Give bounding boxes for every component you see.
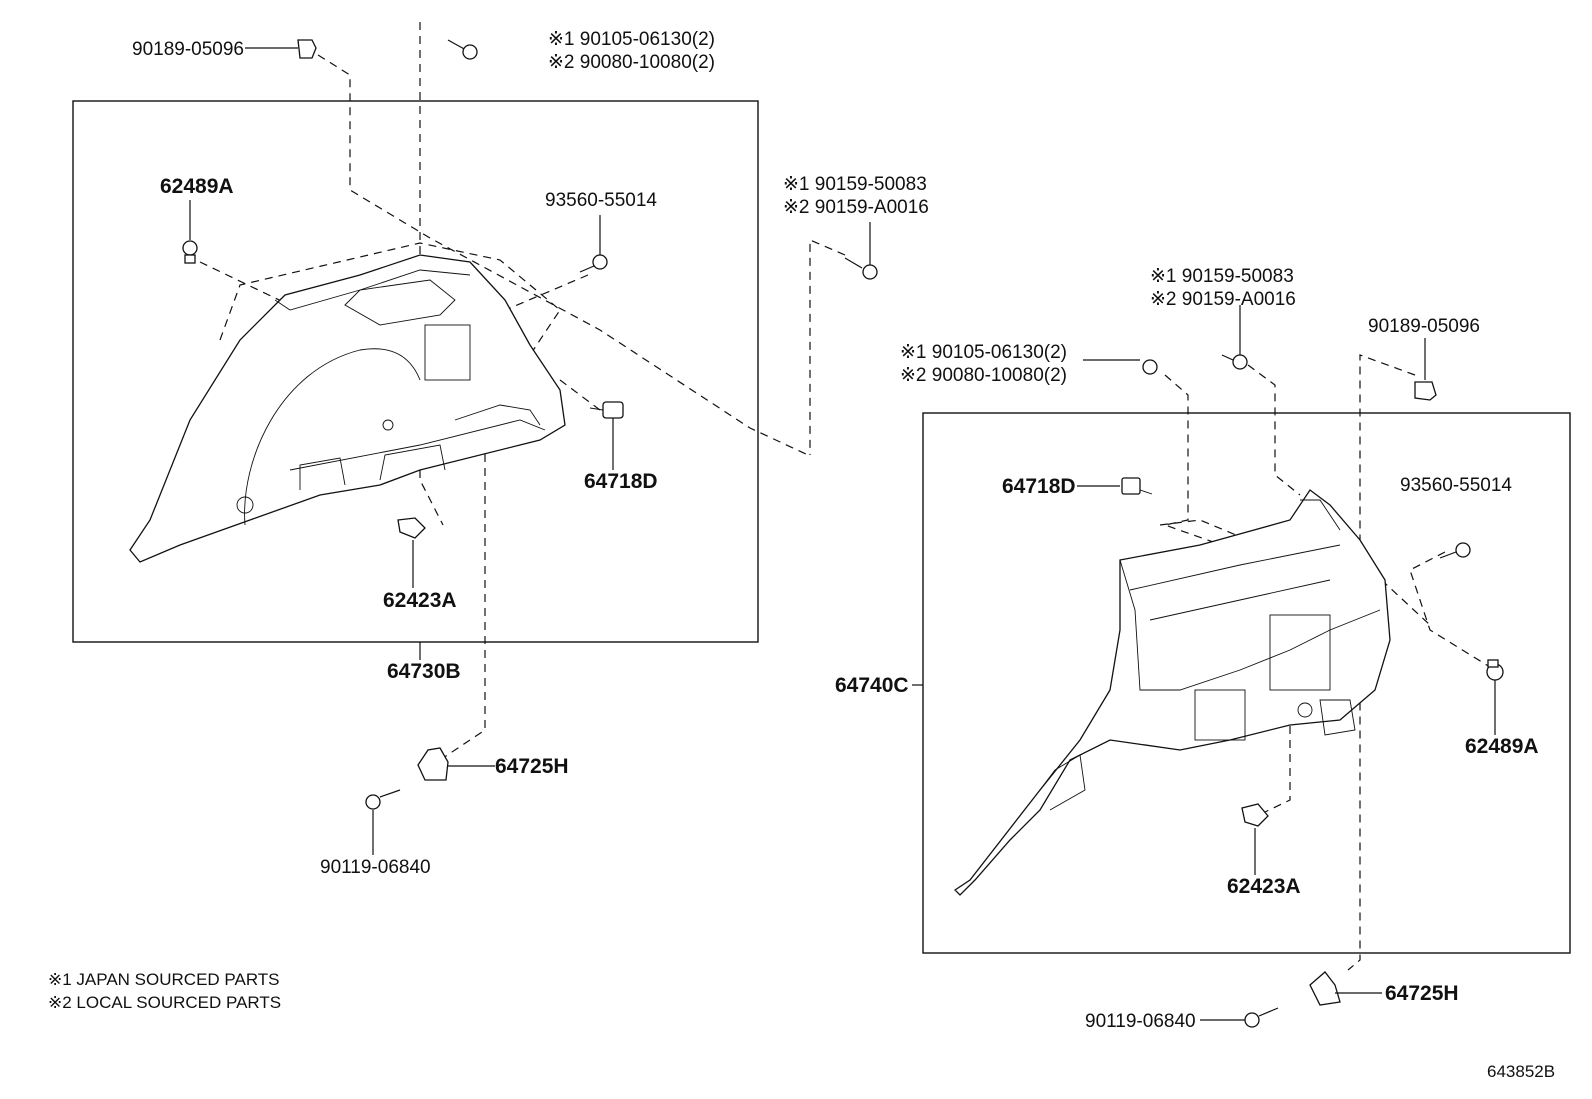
right-dashed-leader-62423 bbox=[1264, 600, 1291, 813]
note-local-sourced: ※2 LOCAL SOURCED PARTS bbox=[48, 993, 281, 1012]
right-label-64725h: 64725H bbox=[1385, 982, 1459, 1005]
left-part-62423a bbox=[397, 517, 426, 588]
right-label-clip-top: 90189-05096 bbox=[1368, 316, 1480, 337]
left-quarter-trim-panel bbox=[129, 254, 566, 563]
left-label-64725h: 64725H bbox=[495, 755, 569, 778]
right-label-93560: 93560-55014 bbox=[1400, 475, 1512, 496]
left-assembly-frame bbox=[72, 100, 759, 643]
right-part-64718d bbox=[1077, 477, 1153, 495]
left-label-62489a: 62489A bbox=[160, 175, 234, 198]
note-japan-sourced: ※1 JAPAN SOURCED PARTS bbox=[48, 970, 280, 989]
right-label-screw-bottom: 90119-06840 bbox=[1085, 1011, 1196, 1032]
left-label-62423a: 62423A bbox=[383, 589, 457, 612]
left-clip-62489a bbox=[182, 200, 198, 264]
right-label-screw-a-2: ※2 90159-A0016 bbox=[1150, 289, 1296, 310]
right-clip-62489a bbox=[1486, 659, 1504, 735]
right-dashed-leader-clip-top bbox=[1347, 354, 1416, 971]
left-dashed-leader-64725 bbox=[439, 440, 486, 761]
right-assembly: ※1 90159-50083 ※2 90159-A0016 ※1 90105-0… bbox=[835, 266, 1571, 1032]
left-label-assembly-64730b: 64730B bbox=[387, 660, 461, 683]
left-label-screw-bottom: 90119-06840 bbox=[320, 857, 431, 878]
right-part-64725h bbox=[1309, 971, 1382, 1006]
right-label-screw-b-2: ※2 90080-10080(2) bbox=[900, 365, 1067, 386]
left-label-64718d: 64718D bbox=[584, 470, 658, 493]
right-clip-top bbox=[1414, 338, 1437, 401]
left-screw-93560 bbox=[579, 215, 608, 273]
right-label-62423a: 62423A bbox=[1227, 875, 1301, 898]
left-part-64718d bbox=[589, 401, 624, 470]
left-clip-top bbox=[245, 39, 317, 59]
right-screw-b bbox=[1083, 359, 1158, 375]
left-label-93560: 93560-55014 bbox=[545, 190, 657, 211]
right-screw-bottom bbox=[1200, 1007, 1279, 1028]
left-screw-bottom bbox=[365, 789, 401, 855]
left-dashed-leader-screw-93560 bbox=[469, 274, 589, 326]
middle-label-screw-2: ※2 90159-A0016 bbox=[783, 197, 929, 218]
middle-screw-group: ※1 90159-50083 ※2 90159-A0016 bbox=[783, 174, 929, 455]
right-part-62423a bbox=[1241, 803, 1269, 875]
middle-dashed-leader bbox=[809, 239, 846, 455]
right-assembly-frame bbox=[922, 412, 1571, 954]
diagram-id: 643852B bbox=[1487, 1062, 1555, 1081]
right-dashed-leader-screw-b bbox=[1162, 374, 1251, 556]
left-label-screw-top-1: ※1 90105-06130(2) bbox=[548, 29, 715, 50]
left-label-clip-top: 90189-05096 bbox=[132, 39, 244, 60]
right-dashed-leader-screw-a bbox=[1247, 364, 1301, 496]
right-dashed-leader-93560 bbox=[1409, 551, 1491, 668]
right-quarter-trim-panel bbox=[953, 489, 1391, 896]
left-dashed-leader-clip-62489 bbox=[199, 261, 301, 311]
left-screw-top bbox=[447, 39, 478, 60]
left-label-screw-top-2: ※2 90080-10080(2) bbox=[548, 52, 715, 73]
left-dashed-outline bbox=[219, 242, 561, 356]
right-screw-a bbox=[1221, 305, 1248, 370]
right-label-62489a: 62489A bbox=[1465, 735, 1539, 758]
right-label-assembly-64740c: 64740C bbox=[835, 674, 909, 697]
left-part-64725h bbox=[417, 747, 495, 781]
left-dashed-leader-screw-top bbox=[419, 22, 444, 526]
left-dashed-64718 bbox=[559, 379, 601, 411]
right-label-screw-a-1: ※1 90159-50083 bbox=[1150, 266, 1294, 287]
right-label-screw-b-1: ※1 90105-06130(2) bbox=[900, 342, 1067, 363]
right-label-64718d: 64718D bbox=[1002, 475, 1076, 498]
right-screw-93560 bbox=[1439, 542, 1471, 559]
left-dashed-leader-clip-top bbox=[317, 54, 809, 456]
middle-screw bbox=[862, 264, 878, 280]
left-assembly: 90189-05096 ※1 90105-06130(2) ※2 90080-1… bbox=[72, 22, 809, 878]
middle-label-screw-1: ※1 90159-50083 bbox=[783, 174, 927, 195]
